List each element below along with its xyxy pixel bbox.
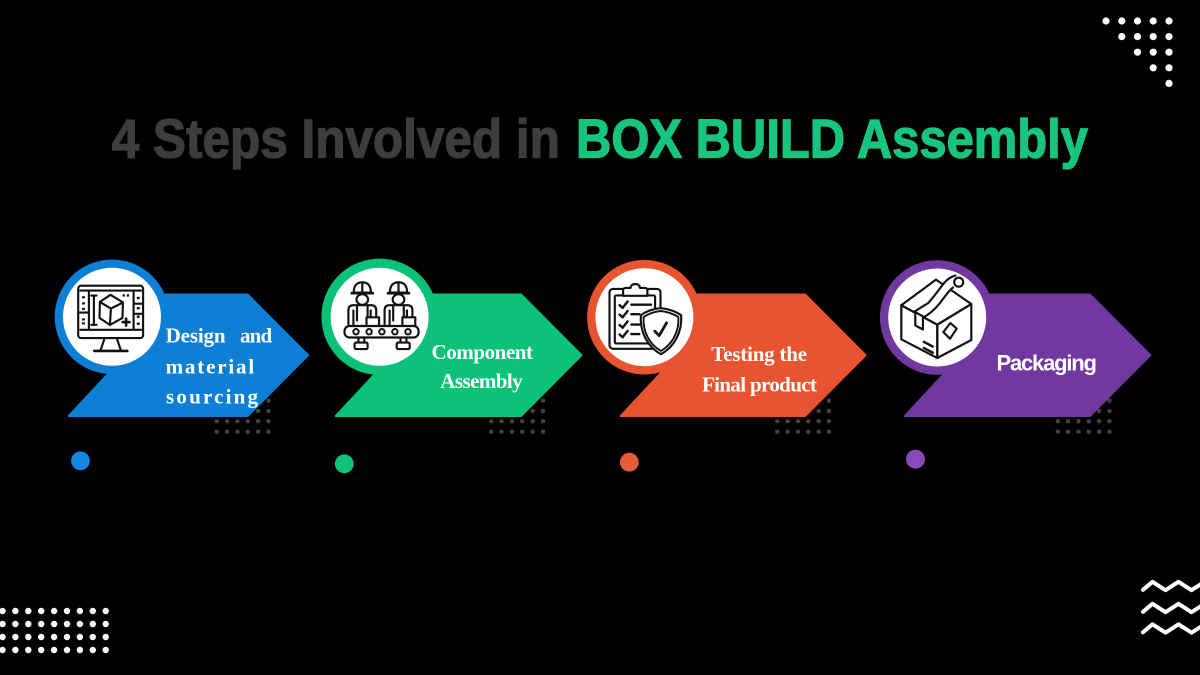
- svg-text:4 Steps Involved in: 4 Steps Involved in: [112, 108, 560, 169]
- svg-text:Packaging: Packaging: [997, 351, 1098, 376]
- svg-text:Final product: Final product: [702, 372, 817, 396]
- svg-text:Design: Design: [166, 324, 226, 348]
- svg-text:material: material: [166, 354, 255, 378]
- svg-text:Assembly: Assembly: [440, 369, 523, 393]
- svg-text:BOX BUILD Assembly: BOX BUILD Assembly: [576, 108, 1089, 169]
- svg-text:Component: Component: [432, 340, 534, 364]
- svg-text:Testing the: Testing the: [711, 342, 807, 366]
- svg-text:and: and: [240, 324, 273, 348]
